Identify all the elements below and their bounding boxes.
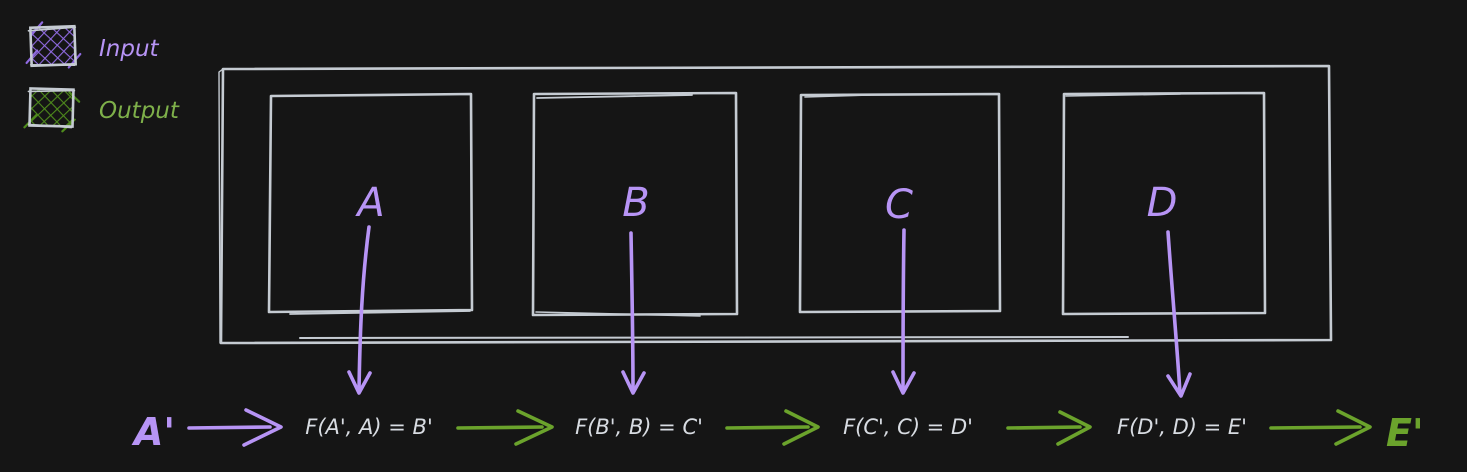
flow-row: A' F(A', A) = B' F(B', B) = C' F(C', C) … — [131, 408, 1424, 455]
box-b-label: B — [622, 180, 649, 226]
arrow-down-d — [1166, 230, 1192, 398]
flow-arrow-green-4 — [1269, 409, 1372, 446]
box-a-label: A — [354, 180, 384, 226]
arrow-down-a — [347, 225, 372, 395]
flow-arrow-green-2 — [725, 409, 820, 446]
flow-formula-4: F(D', D) = E' — [1117, 415, 1247, 439]
outer-container-box — [218, 64, 1333, 345]
arrow-down-c — [891, 228, 916, 395]
box-a: A — [267, 92, 474, 315]
box-d-label: D — [1147, 180, 1178, 226]
legend-input-label: Input — [99, 36, 160, 62]
legend: Input Output — [23, 21, 180, 133]
arrow-down-b — [621, 231, 646, 395]
legend-output-swatch — [23, 87, 81, 133]
flow-formula-1: F(A', A) = B' — [305, 415, 432, 439]
flow-end-label: E' — [1386, 411, 1424, 455]
flow-start-label: A' — [131, 410, 175, 454]
flow-formula-2: F(B', B) = C' — [575, 415, 703, 439]
flow-arrow-purple — [187, 408, 283, 447]
box-d: D — [1061, 91, 1267, 316]
flow-arrow-green-3 — [1006, 410, 1092, 446]
box-c-label: C — [885, 182, 913, 228]
flow-formula-3: F(C', C) = D' — [843, 415, 973, 439]
box-c: C — [798, 92, 1002, 314]
legend-input-swatch — [25, 21, 82, 69]
legend-output-label: Output — [99, 98, 180, 124]
box-b: B — [531, 91, 739, 317]
flow-arrow-green-1 — [456, 409, 554, 446]
